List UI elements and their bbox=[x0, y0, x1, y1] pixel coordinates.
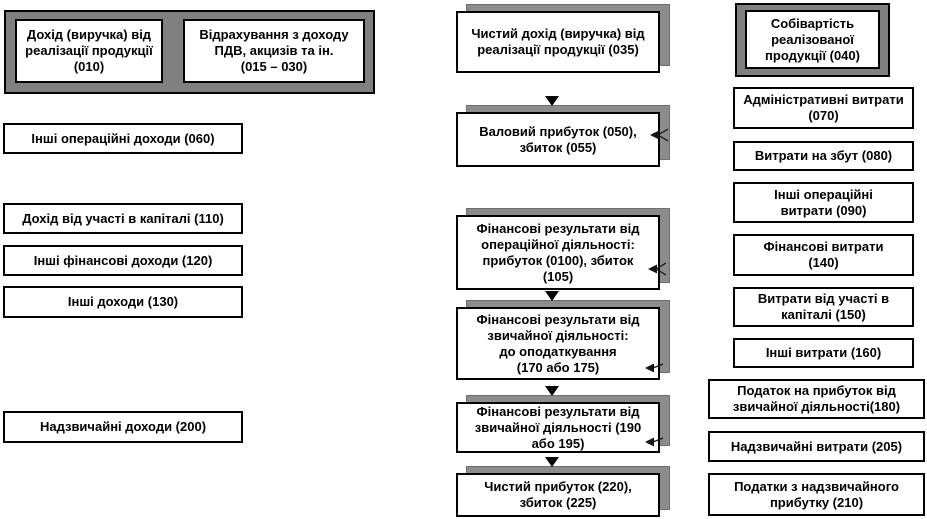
merge-arrow-icon bbox=[650, 128, 668, 142]
box-cost-040: Собівартість реалізованої продукції (040… bbox=[745, 10, 880, 69]
box-net-revenue-035: Чистий дохід (виручка) від реалізації пр… bbox=[456, 11, 660, 73]
box-gross-profit-050: Валовий прибуток (050), збиток (055) bbox=[456, 112, 660, 167]
down-arrow-icon bbox=[545, 291, 559, 301]
box-ordinary-before-tax-170-label: Фінансові результати від звичайної діяль… bbox=[476, 311, 640, 375]
box-income-tax-180: Податок на прибуток від звичайної діяльн… bbox=[708, 379, 925, 419]
box-cost-040-label: Собівартість реалізованої продукції (040… bbox=[765, 15, 860, 63]
box-operating-result-100-label: Фінансові результати від операційної дія… bbox=[476, 220, 640, 284]
box-equity-income-110-label: Дохід від участі в капіталі (110) bbox=[22, 210, 224, 226]
cost-panel: Собівартість реалізованої продукції (040… bbox=[735, 3, 890, 77]
box-operating-result-100: Фінансові результати від операційної дія… bbox=[456, 215, 660, 290]
merge-arrow-icon bbox=[645, 437, 663, 447]
box-extraordinary-expenses-205-label: Надзвичайні витрати (205) bbox=[730, 438, 903, 454]
merge-arrow-icon bbox=[645, 363, 663, 373]
box-other-operating-income-060-label: Інші операційні доходи (060) bbox=[31, 130, 215, 146]
down-arrow-icon bbox=[545, 96, 559, 106]
box-other-financial-income-120: Інші фінансові доходи (120) bbox=[3, 245, 243, 276]
box-gross-profit-050-label: Валовий прибуток (050), збиток (055) bbox=[479, 123, 637, 155]
merge-arrow-icon bbox=[648, 262, 666, 276]
box-financial-expenses-140: Фінансові витрати (140) bbox=[733, 234, 914, 276]
box-other-operating-expenses-090: Інші операційні витрати (090) bbox=[733, 182, 914, 223]
box-equity-loss-150-label: Витрати від участі в капіталі (150) bbox=[757, 291, 890, 322]
box-revenue-010-label: Дохід (виручка) від реалізації продукції… bbox=[25, 27, 153, 74]
box-net-profit-220: Чистий прибуток (220), збиток (225) bbox=[456, 473, 660, 517]
box-other-financial-income-120-label: Інші фінансові доходи (120) bbox=[33, 252, 213, 268]
box-equity-loss-150: Витрати від участі в капіталі (150) bbox=[733, 287, 914, 327]
box-financial-expenses-140-label: Фінансові витрати (140) bbox=[763, 239, 884, 270]
box-net-revenue-035-label: Чистий дохід (виручка) від реалізації пр… bbox=[471, 26, 645, 57]
box-admin-expenses-070: Адміністративні витрати (070) bbox=[733, 87, 914, 129]
box-ordinary-result-190-label: Фінансові результати від звичайної діяль… bbox=[474, 403, 642, 451]
revenue-panel: Дохід (виручка) від реалізації продукції… bbox=[4, 10, 375, 94]
box-extraordinary-tax-210: Податки з надзвичайного прибутку (210) bbox=[708, 473, 925, 516]
box-net-profit-220-label: Чистий прибуток (220), збиток (225) bbox=[484, 479, 632, 510]
box-sales-expenses-080: Витрати на збут (080) bbox=[733, 141, 914, 171]
box-deductions-015-030: Відрахування з доходу ПДВ, акцизів та ін… bbox=[183, 19, 365, 83]
box-admin-expenses-070-label: Адміністративні витрати (070) bbox=[743, 92, 904, 123]
box-income-tax-180-label: Податок на прибуток від звичайної діяльн… bbox=[732, 383, 901, 414]
box-extraordinary-tax-210-label: Податки з надзвичайного прибутку (210) bbox=[734, 478, 899, 510]
box-other-operating-income-060: Інші операційні доходи (060) bbox=[3, 123, 243, 154]
down-arrow-icon bbox=[545, 457, 559, 467]
box-extraordinary-income-200: Надзвичайні доходи (200) bbox=[3, 411, 243, 443]
box-sales-expenses-080-label: Витрати на збут (080) bbox=[754, 148, 893, 163]
down-arrow-icon bbox=[545, 386, 559, 396]
box-other-expenses-160: Інші витрати (160) bbox=[733, 338, 914, 368]
box-other-income-130: Інші доходи (130) bbox=[3, 286, 243, 318]
box-other-operating-expenses-090-label: Інші операційні витрати (090) bbox=[774, 186, 873, 218]
box-ordinary-before-tax-170: Фінансові результати від звичайної діяль… bbox=[456, 307, 660, 380]
box-deductions-015-030-label: Відрахування з доходу ПДВ, акцизів та ін… bbox=[199, 27, 349, 74]
box-revenue-010: Дохід (виручка) від реалізації продукції… bbox=[15, 19, 163, 83]
box-extraordinary-income-200-label: Надзвичайні доходи (200) bbox=[39, 419, 207, 434]
box-equity-income-110: Дохід від участі в капіталі (110) bbox=[3, 203, 243, 234]
box-other-income-130-label: Інші доходи (130) bbox=[67, 294, 179, 309]
box-other-expenses-160-label: Інші витрати (160) bbox=[765, 345, 882, 360]
box-ordinary-result-190: Фінансові результати від звичайної діяль… bbox=[456, 402, 660, 453]
box-extraordinary-expenses-205: Надзвичайні витрати (205) bbox=[708, 431, 925, 462]
